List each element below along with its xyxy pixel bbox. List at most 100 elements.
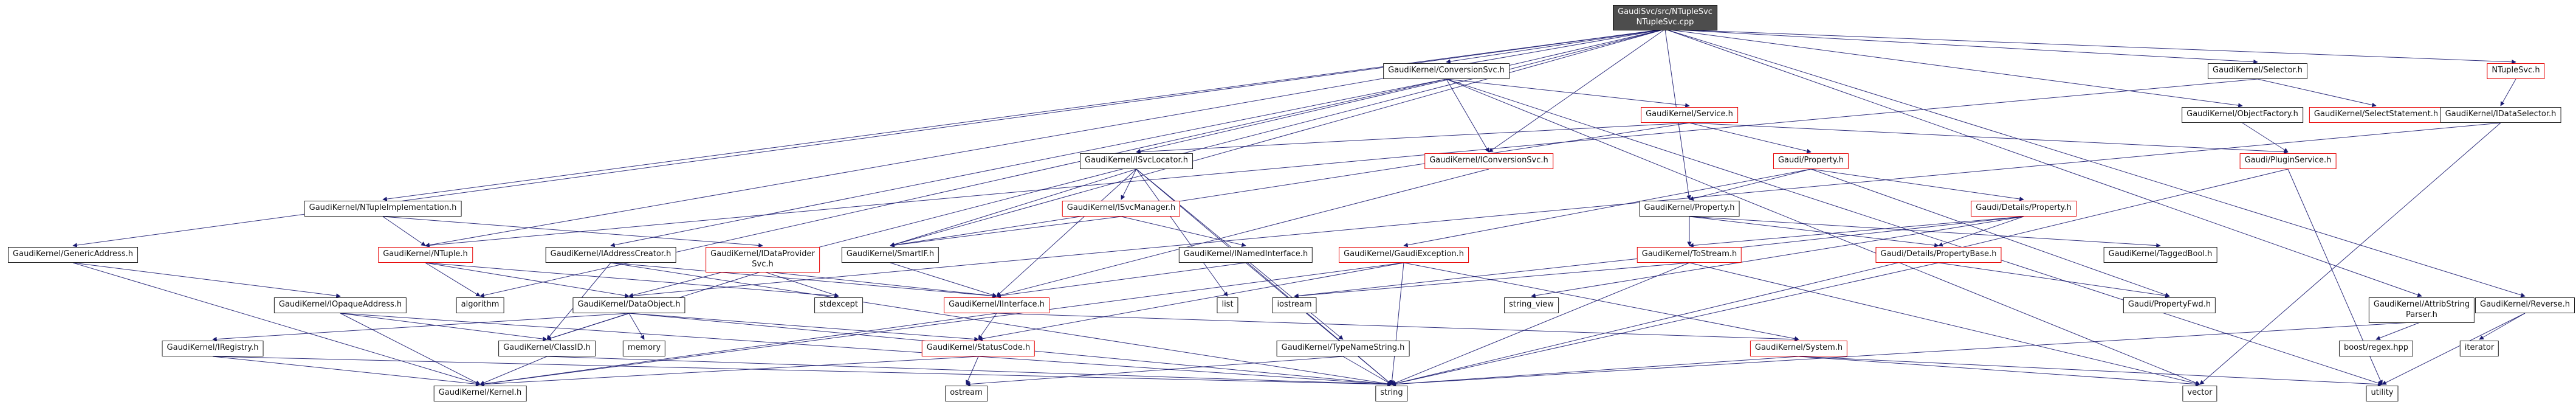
include-edge-dataobject-to-statuscode	[628, 313, 979, 342]
include-edge-dataobject-to-classid	[546, 313, 630, 341]
graph-node-reverse[interactable]: GaudiKernel/Reverse.h	[2475, 297, 2575, 313]
include-edge-attribstringparser-to-string	[1391, 321, 2422, 387]
graph-node-typenamestring[interactable]: GaudiKernel/TypeNameString.h	[1276, 341, 1410, 356]
include-edge-iaddresscreator-to-iinterface	[610, 262, 997, 299]
graph-node-classid[interactable]: GaudiKernel/ClassID.h	[498, 341, 596, 356]
include-edge-gaudi_property-to-propertyfwd	[1810, 168, 2170, 297]
graph-node-dataobject[interactable]: GaudiKernel/DataObject.h	[572, 297, 685, 313]
graph-node-propertyfwd[interactable]: Gaudi/PropertyFwd.h	[2123, 297, 2216, 313]
graph-node-iconversionsvc[interactable]: GaudiKernel/IConversionSvc.h	[1424, 153, 1553, 169]
graph-node-genericaddress[interactable]: GaudiKernel/GenericAddress.h	[8, 247, 138, 263]
graph-node-tostream[interactable]: GaudiKernel/ToStream.h	[1637, 247, 1742, 263]
include-edge-iinterface-to-system	[996, 313, 1799, 342]
include-edge-conversionsvc-to-iaddresscreator	[610, 78, 1447, 248]
include-edge-iopaqueaddress-to-string	[340, 313, 1392, 387]
graph-node-iregistry[interactable]: GaudiKernel/IRegistry.h	[162, 341, 264, 356]
graph-node-selector[interactable]: GaudiKernel/Selector.h	[2208, 63, 2307, 79]
graph-node-gaudi_property[interactable]: Gaudi/Property.h	[1773, 153, 1849, 169]
include-edge-attribstringparser-to-boost_regex	[2375, 321, 2422, 341]
include-edge-service-to-pluginservice	[1689, 122, 2289, 154]
graph-node-statuscode[interactable]: GaudiKernel/StatusCode.h	[921, 341, 1036, 356]
include-edge-iregistry-to-string	[212, 356, 1392, 387]
include-edge-ntupleimpl-to-ntuple	[382, 216, 426, 246]
graph-node-system[interactable]: GaudiKernel/System.h	[1750, 341, 1848, 356]
graph-node-isvclocator[interactable]: GaudiKernel/ISvcLocator.h	[1080, 153, 1193, 169]
graph-node-memory: memory	[622, 341, 666, 356]
include-edge-root-to-selector	[1664, 29, 2258, 64]
graph-node-conversionsvc[interactable]: GaudiKernel/ConversionSvc.h	[1383, 63, 1510, 79]
include-edge-ntupleimpl-to-idataprovidersvc	[382, 216, 763, 248]
graph-node-string_view: string_view	[1504, 297, 1559, 313]
graph-node-idataprovidersvc[interactable]: GaudiKernel/IDataProvider Svc.h	[706, 247, 820, 272]
include-edge-tostream-to-string	[1391, 262, 1690, 385]
include-edge-details_property-to-tostream	[1689, 216, 2024, 248]
graph-node-inamedinterface[interactable]: GaudiKernel/INamedInterface.h	[1178, 247, 1313, 263]
graph-node-property[interactable]: GaudiKernel/Property.h	[1639, 201, 1740, 217]
include-edge-gaudiexception-to-statuscode	[978, 262, 1404, 341]
include-edge-conversionsvc-to-iconversionsvc	[1446, 78, 1489, 153]
graph-node-pluginservice[interactable]: Gaudi/PluginService.h	[2239, 153, 2337, 169]
include-edge-statuscode-to-ostream	[966, 356, 979, 385]
include-edge-gaudiexception-to-system	[1403, 262, 1799, 341]
graph-node-selectstatement[interactable]: GaudiKernel/SelectStatement.h	[2309, 107, 2444, 123]
graph-node-propertybase[interactable]: Gaudi/Details/PropertyBase.h	[1875, 247, 2002, 263]
include-edge-gaudi_property-to-gaudiexception	[1403, 168, 1812, 248]
graph-node-vector: vector	[2182, 386, 2217, 401]
include-edge-idataprovidersvc-to-stdexcept	[762, 271, 839, 297]
graph-node-taggedbool[interactable]: GaudiKernel/TaggedBool.h	[2103, 247, 2217, 263]
include-edge-isvclocator-to-smartif	[890, 168, 1137, 247]
include-edge-iinterface-to-statuscode	[978, 313, 997, 340]
include-edge-root-to-objectfactory	[1664, 29, 2243, 108]
graph-node-iaddresscreator[interactable]: GaudiKernel/IAddressCreator.h	[545, 247, 676, 263]
include-edge-isvcmanager-to-inamedinterface	[1121, 216, 1246, 248]
include-edge-genericaddress-to-iopaqueaddress	[72, 262, 341, 298]
include-edge-idataselector-to-vector	[2199, 122, 2501, 385]
include-edge-reverse-to-iterator	[2479, 313, 2526, 340]
graph-node-smartif[interactable]: GaudiKernel/SmartIF.h	[841, 247, 939, 263]
graph-node-objectfactory[interactable]: GaudiKernel/ObjectFactory.h	[2182, 107, 2303, 123]
include-edge-ntuple-to-algorithm	[425, 262, 481, 297]
graph-node-ntupleimpl[interactable]: GaudiKernel/NTupleImplementation.h	[304, 201, 462, 217]
graph-node-kernel[interactable]: GaudiKernel/Kernel.h	[433, 386, 527, 401]
include-edge-property-to-propertybase	[1689, 216, 1939, 248]
include-edge-ntuplesvc_h-to-idataselector	[2500, 78, 2516, 106]
graph-node-utility: utility	[2366, 386, 2399, 401]
include-edge-typenamestring-to-ostream	[966, 356, 1344, 387]
include-edge-system-to-utility	[1798, 356, 2383, 387]
include-edge-isvclocator-to-isvcmanager	[1121, 168, 1137, 200]
include-edge-propertybase-to-string	[1391, 262, 1939, 386]
include-edge-iopaqueaddress-to-kernel	[340, 313, 481, 385]
graph-node-details_property[interactable]: Gaudi/Details/Property.h	[1971, 201, 2076, 217]
include-edge-reverse-to-utility	[2382, 313, 2526, 385]
include-edge-objectfactory-to-pluginservice	[2242, 122, 2289, 153]
include-edge-tostream-to-iostream	[1294, 262, 1690, 299]
include-edge-details_property-to-string_view	[1531, 216, 2024, 298]
include-edge-conversionsvc-to-algorithm	[479, 78, 1447, 298]
graph-node-gaudiexception[interactable]: GaudiKernel/GaudiException.h	[1339, 247, 1469, 263]
graph-node-ostream: ostream	[945, 386, 987, 401]
graph-node-idataselector[interactable]: GaudiKernel/IDataSelector.h	[2440, 107, 2561, 123]
include-edge-root-to-ntupleimpl	[382, 29, 1666, 201]
include-edge-gaudi_property-to-property	[1689, 168, 1812, 201]
graph-node-iostream: iostream	[1272, 297, 1317, 313]
graph-node-ntuplesvc_h[interactable]: NTupleSvc.h	[2487, 63, 2545, 79]
include-edge-classid-to-string	[546, 356, 1392, 387]
include-edge-dataobject-to-iregistry	[212, 313, 630, 342]
graph-node-string: string	[1375, 386, 1408, 401]
include-edge-gaudi_property-to-details_property	[1810, 168, 2024, 201]
graph-node-isvcmanager[interactable]: GaudiKernel/ISvcManager.h	[1062, 201, 1181, 217]
include-edge-inamedinterface-to-iinterface	[996, 262, 1246, 298]
graph-node-iopaqueaddress[interactable]: GaudiKernel/IOpaqueAddress.h	[273, 297, 407, 313]
graph-node-attribstringparser[interactable]: GaudiKernel/AttribString Parser.h	[2368, 297, 2475, 323]
graph-node-ntuple[interactable]: GaudiKernel/NTuple.h	[378, 247, 473, 263]
include-edge-root-to-ntuple	[425, 29, 1666, 248]
include-edge-idataselector-to-dataobject	[628, 122, 2501, 299]
include-edge-genericaddress-to-kernel	[72, 262, 481, 386]
include-edge-iopaqueaddress-to-classid	[340, 313, 548, 341]
graph-node-iinterface[interactable]: GaudiKernel/IInterface.h	[944, 297, 1049, 313]
graph-node-service[interactable]: GaudiKernel/Service.h	[1641, 107, 1738, 123]
include-edge-system-to-string	[1391, 356, 1799, 387]
include-edge-ntuple-to-dataobject	[425, 262, 630, 298]
include-edge-iconversionsvc-to-iinterface	[996, 168, 1489, 297]
